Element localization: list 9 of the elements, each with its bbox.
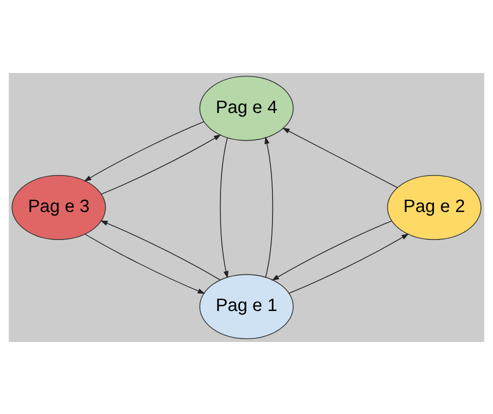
arrow [220,136,228,278]
arrow [272,220,392,280]
arrow [288,233,409,294]
arrow [84,233,206,294]
arrow [100,134,222,194]
arrow [100,220,221,280]
arrow [84,120,204,182]
arrow [264,136,274,278]
arrow [282,127,398,188]
